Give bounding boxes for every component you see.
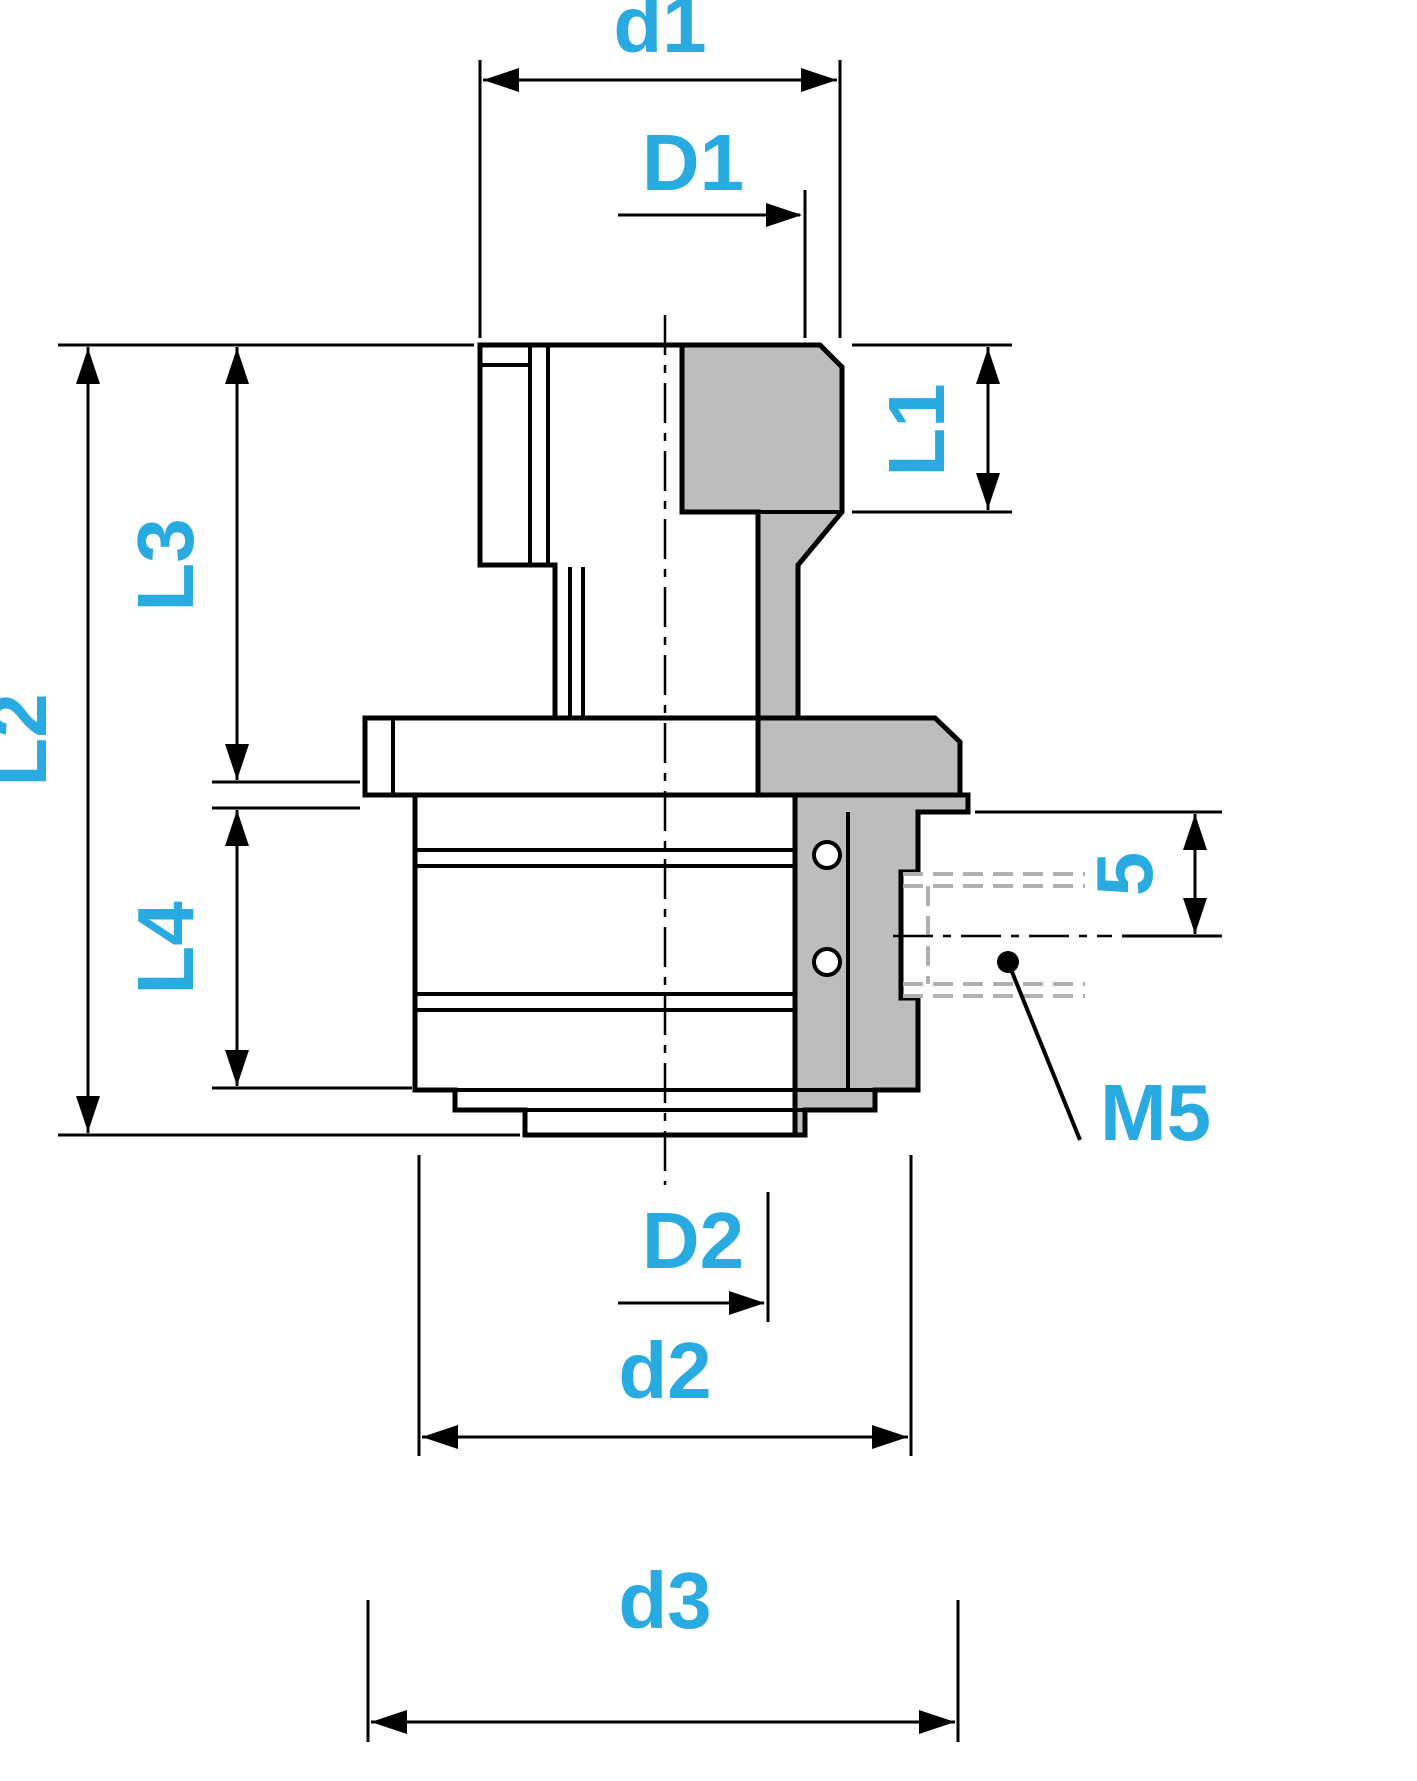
arrow-5-top [1183,814,1207,850]
m5-leader-line [1006,961,1082,1141]
callout-M5: M5 [997,951,1211,1157]
label-M5: M5 [1100,1068,1211,1157]
arrow-D2-right [729,1291,765,1315]
label-D2: D2 [642,1196,744,1285]
label-L3: L3 [121,518,210,611]
dimension-L1: L1 [852,343,1012,514]
arrow-L4-top [225,810,249,846]
dimension-D1: D1 [618,118,807,338]
label-D1: D1 [642,118,744,207]
dimension-d2: d2 [417,1155,913,1456]
label-depth-5: 5 [1080,852,1169,897]
centerlines [663,315,1112,1185]
dimension-L3: L3 [121,347,360,784]
arrow-L3-top [225,348,249,384]
dimension-D2: D2 [618,1192,770,1322]
dimension-d3: d3 [366,1556,960,1742]
dimension-d1: d1 [478,0,842,338]
part-section [679,342,971,1138]
section-gray-upper [679,342,845,721]
arrow-5-bottom [1183,898,1207,934]
label-d3: d3 [618,1556,711,1645]
dimension-L4: L4 [121,806,412,1090]
arrow-d1-right [801,68,837,92]
arrow-d2-right [872,1425,908,1449]
label-d1: d1 [613,0,706,69]
label-L4: L4 [121,901,210,995]
dimension-depth-5: 5 [975,810,1222,938]
arrow-d2-left [422,1425,458,1449]
label-d2: d2 [618,1326,711,1415]
part-outline [362,342,960,1138]
arrow-L1-top [976,348,1000,384]
arrow-d1-left [483,68,519,92]
port-phantom [903,872,1085,998]
section-gray-lower [755,715,971,1138]
seal-section-dot-upper [812,840,842,870]
arrow-L2-top [76,348,100,384]
dimension-L2: L2 [0,343,520,1137]
arrow-d3-left [371,1710,407,1734]
arrow-D1-right [766,203,802,227]
label-L1: L1 [872,383,961,476]
arrow-L2-bottom [76,1096,100,1132]
arrow-L4-bottom [225,1050,249,1086]
seal-section-dot-lower [812,947,842,977]
label-L2: L2 [0,693,63,786]
arrow-L1-bottom [976,473,1000,509]
arrow-d3-right [919,1710,955,1734]
arrow-L3-bottom [225,744,249,780]
